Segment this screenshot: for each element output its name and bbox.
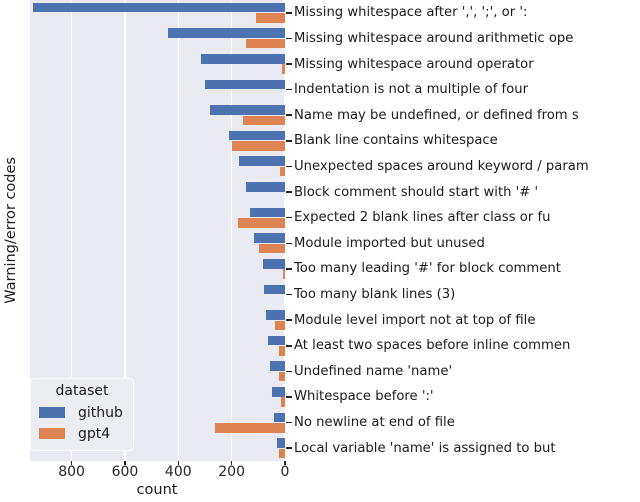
bar-github (253, 233, 285, 243)
x-tick-label: 200 (218, 464, 246, 480)
category-label: Module imported but unused (294, 235, 485, 251)
legend-label: github (78, 404, 123, 421)
legend-entry-gpt4: gpt4 (37, 423, 127, 444)
category-label: Module level import not at top of file (294, 312, 536, 328)
bar-github (239, 156, 285, 167)
x-tick-mark (70, 461, 73, 465)
bar-gpt4 (282, 269, 285, 279)
category-label: Local variable 'name' is assigned to but (294, 440, 556, 456)
category-label: Too many leading '#' for block comment (294, 261, 561, 277)
y-tick-mark (285, 242, 292, 245)
y-axis-label-text: Warning/error codes (3, 157, 19, 304)
category-label: Undefined name 'name' (294, 363, 453, 379)
legend-swatch-gpt4 (39, 428, 65, 439)
gridline-x-0 (284, 0, 286, 461)
x-tick-label: 0 (280, 464, 290, 480)
y-tick-mark (285, 114, 292, 117)
legend: dataset github gpt4 (30, 378, 134, 451)
bar-github (250, 207, 285, 218)
y-tick-mark (285, 370, 292, 373)
bar-gpt4 (255, 13, 285, 23)
y-tick-mark (285, 447, 292, 449)
legend-title: dataset (55, 383, 109, 399)
bar-gpt4 (278, 371, 285, 382)
category-label: Name may be undefined, or defined from s (294, 107, 579, 123)
bar-github (271, 386, 285, 397)
bar-gpt4 (279, 346, 285, 356)
y-tick-mark (285, 396, 292, 398)
x-tick-mark (284, 461, 286, 465)
y-tick-mark (285, 191, 292, 193)
x-tick-label: 800 (58, 464, 85, 480)
category-label: Missing whitespace after ',', ';', or ': (294, 5, 528, 21)
bar-gpt4 (242, 115, 285, 126)
category-label: Whitespace before ':' (294, 389, 434, 405)
x-tick-label: 400 (164, 464, 192, 480)
bar-github (204, 79, 285, 90)
y-tick-mark (285, 216, 292, 219)
bar-github (246, 182, 285, 192)
bar-gpt4 (278, 448, 285, 459)
y-tick-mark (285, 37, 292, 40)
bar-github (266, 310, 285, 320)
y-tick-mark (285, 63, 292, 65)
bar-gpt4 (232, 141, 285, 151)
bar-gpt4 (280, 166, 285, 177)
bar-github (32, 2, 285, 13)
x-axis-label: count (136, 482, 178, 498)
category-label: At least two spaces before inline commen (294, 338, 571, 354)
legend-label: gpt4 (78, 425, 111, 442)
category-label: Missing whitespace around arithmetic ope (294, 30, 574, 46)
bar-github (264, 284, 285, 295)
bar-github (270, 361, 285, 371)
bar-github (200, 54, 285, 64)
bar-github (262, 258, 285, 269)
category-label: Too many blank lines (3) (294, 287, 456, 303)
bar-gpt4 (215, 422, 285, 433)
y-tick-mark (285, 140, 292, 142)
bar-gpt4 (258, 243, 285, 254)
y-tick-mark (285, 12, 292, 14)
bar-github (229, 130, 285, 141)
legend-entry-github: github (37, 402, 127, 423)
y-tick-mark (285, 268, 292, 270)
y-axis-label: Warning/error codes (1, 0, 21, 461)
bar-gpt4 (281, 397, 285, 407)
gridline-x-400 (177, 0, 179, 461)
x-tick-mark (230, 461, 233, 465)
bar-gpt4 (246, 38, 285, 49)
bar-gpt4 (274, 320, 285, 331)
gridline-x-800 (70, 0, 73, 461)
category-label: Expected 2 blank lines after class or fu (294, 210, 551, 226)
y-tick-mark (285, 293, 292, 296)
legend-swatch-github (39, 407, 65, 418)
legend-entries: github gpt4 (37, 402, 127, 444)
bar-gpt4 (238, 218, 285, 228)
category-label: No newline at end of file (294, 415, 455, 431)
bar-gpt4 (281, 64, 285, 75)
bar-github (210, 105, 285, 115)
bar-github (277, 438, 285, 448)
y-tick-mark (285, 165, 292, 168)
y-tick-mark (285, 319, 292, 321)
gridline-x-600 (124, 0, 126, 461)
bar-github (273, 412, 285, 423)
category-label: Block comment should start with '# ' (294, 184, 539, 200)
x-tick-mark (177, 461, 180, 465)
bar-github (167, 28, 285, 38)
x-tick-mark (124, 461, 126, 465)
bar-github (268, 335, 285, 346)
category-label: Blank line contains whitespace (294, 133, 498, 149)
category-label: Unexpected spaces around keyword / param (294, 158, 589, 174)
x-tick-label: 600 (111, 464, 139, 480)
y-tick-mark (285, 344, 292, 347)
category-label: Missing whitespace around operator (294, 56, 534, 72)
y-tick-mark (285, 421, 292, 424)
category-label: Indentation is not a multiple of four (294, 82, 529, 98)
y-tick-mark (285, 88, 292, 91)
gridline-x-200 (230, 0, 233, 461)
